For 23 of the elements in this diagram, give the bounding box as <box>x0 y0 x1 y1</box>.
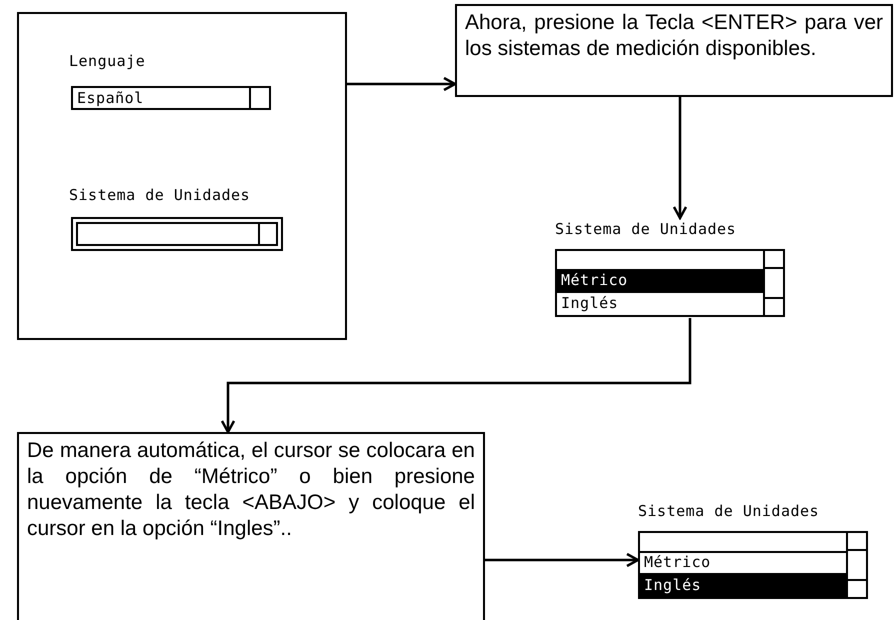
arrow <box>485 552 640 568</box>
dropdown-field <box>71 86 271 110</box>
list-item <box>640 552 846 574</box>
arrow <box>220 318 692 434</box>
list-title: Sistema de Unidades <box>555 219 738 240</box>
instruction-text: Ahora, presione la Tecla <ENTER> para ver los sistemas de medición disponibles. <box>465 10 883 62</box>
field-label: Lenguaje <box>69 52 146 70</box>
list-title: Sistema de Unidades <box>638 501 820 522</box>
field-value: Español <box>77 88 144 109</box>
instruction-box <box>17 432 485 620</box>
item-text: Inglés <box>561 293 618 314</box>
list-item <box>557 270 763 292</box>
dropdown-field <box>71 217 283 251</box>
arrow <box>672 97 688 220</box>
instruction-text: De manera automática, el cursor se colocara en la opción de “Métrico” o bien presione nuevamente la tecla <ABAJO> y coloque el cursor en la opción “Ingles”.. <box>27 438 475 542</box>
item-text: Inglés <box>644 575 702 596</box>
item-text: Métrico <box>561 270 628 292</box>
item-text: Métrico <box>644 552 711 574</box>
list-item <box>640 574 846 596</box>
device-screen <box>17 12 347 340</box>
arrow <box>347 76 456 92</box>
instruction-box <box>455 4 893 97</box>
field-label: Sistema de Unidades <box>69 186 250 204</box>
